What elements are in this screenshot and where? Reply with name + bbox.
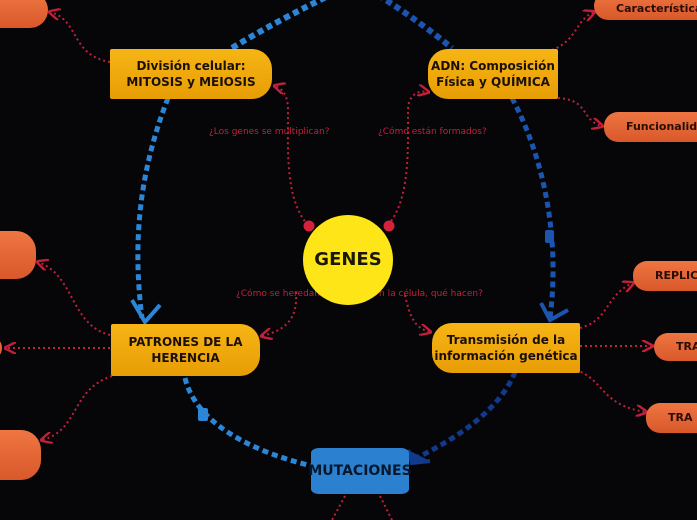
blue-arrowhead-mutaciones [406,449,431,466]
subnode-replicacion-label: REPLIC [655,268,697,282]
red-link-mutaciones-down1 [331,495,346,520]
subnode-top-left[interactable] [0,0,48,28]
connector-dot-left [303,220,315,232]
question-formados: ¿Cómo están formados? [378,127,487,137]
question-que-hacen: n la célula, qué hacen? [379,289,483,299]
red-link-patrones-left3 [42,375,113,440]
connector-dot-right [383,220,395,232]
node-transmision[interactable]: Transmisión de la información genética [432,323,580,373]
subnode-caracteristicas[interactable]: Características [594,0,697,20]
subnode-tra-1[interactable]: TRA [654,333,697,361]
node-adn-label: ADN: Composición Física y QUÍMICA [431,58,555,89]
red-link-adn-funcionalidad [557,97,602,126]
blue-link-adn-transmision [509,96,556,319]
node-patrones-label: PATRONES DE LA HERENCIA [128,334,243,365]
red-link-transmision-tra2 [575,369,646,412]
blue-link-top-left [230,0,327,51]
red-link-center-adn [387,92,428,226]
node-mutaciones-label: MUTACIONES [308,462,412,479]
blue-marker-right [545,230,554,243]
subnode-left-1[interactable] [0,231,36,279]
subnode-tra-2-label: TRA [668,410,693,424]
red-link-division-left [50,12,111,63]
node-adn[interactable]: ADN: Composición Física y QUÍMICA [428,49,558,99]
center-label: GENES [314,248,382,270]
blue-marker-left [198,408,208,421]
subnode-tra-2[interactable]: TRA [646,403,697,433]
node-division-celular[interactable]: División celular: MITOSIS y MEIOSIS [110,49,272,99]
red-link-center-division [275,86,309,226]
node-patrones-herencia[interactable]: PATRONES DE LA HERENCIA [111,324,260,376]
blue-link-transmision-mutaciones [410,371,518,463]
node-transmision-label: Transmisión de la información genética [434,332,578,363]
blue-link-top-right [380,0,454,51]
subnode-funcionalidad[interactable]: Funcionalidad [604,112,697,142]
blue-arrowhead-transmision [539,302,569,323]
red-link-mutaciones-down2 [379,495,393,520]
node-division-label: División celular: MITOSIS y MEIOSIS [126,58,256,89]
center-node-genes[interactable]: GENES [303,215,393,305]
question-multiplican: ¿Los genes se multiplican? [209,127,330,137]
subnode-funcionalidad-label: Funcionalidad [626,119,697,133]
node-mutaciones[interactable]: MUTACIONES [308,448,412,494]
subnode-tra-1-label: TRA [676,339,697,353]
red-link-patrones-left1 [38,262,111,336]
blue-arrowhead-patrones [130,298,162,326]
blue-link-patrones-mutaciones [182,377,313,469]
subnode-left-3[interactable] [0,430,41,480]
red-link-transmision-replic [579,283,633,329]
subnode-replicacion[interactable]: REPLIC [633,261,697,291]
red-link-center-transmision [404,294,430,332]
subnode-left-2[interactable] [0,336,2,360]
question-heredan: ¿Cómo se heredan [236,289,321,299]
red-link-adn-caracteristicas [551,12,594,51]
blue-link-division-patrones [135,97,171,319]
red-link-center-patrones [262,291,298,336]
subnode-caracteristicas-label: Características [616,1,697,15]
